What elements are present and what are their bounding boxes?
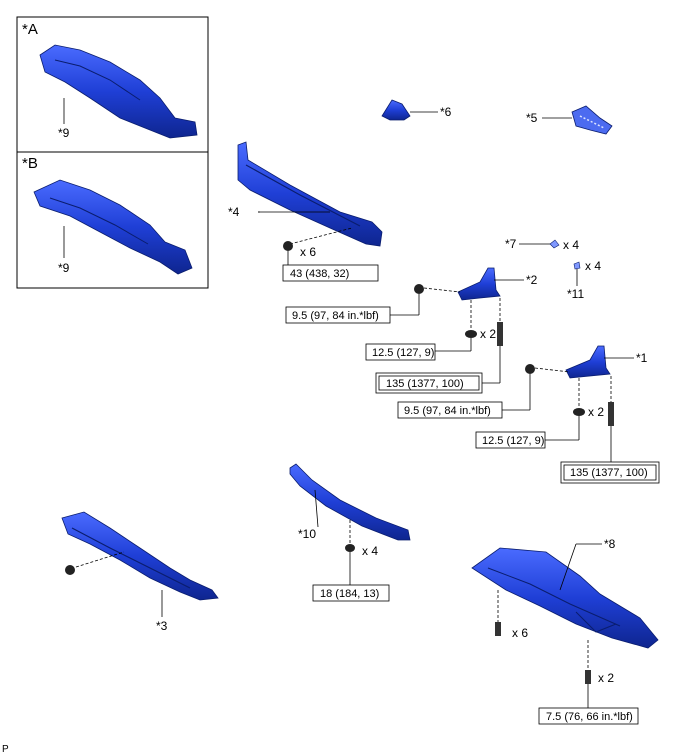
part-2-bolt-torque-box bbox=[285, 306, 391, 324]
part-4-reinforcement bbox=[237, 141, 383, 247]
part-7-qty: x 4 bbox=[563, 238, 579, 252]
part-2-main-bolt-icon bbox=[497, 322, 503, 346]
inset-a: *A *9 bbox=[16, 16, 209, 153]
part-4-bolt-icon bbox=[283, 241, 293, 251]
part-4-group: *4 x 6 43 (438, 32) bbox=[228, 141, 383, 282]
part-11-label: *11 bbox=[567, 287, 584, 301]
part-2-group: *2 9.5 (97, 84 in.*lbf) x 2 12.5 (127, 9… bbox=[285, 267, 538, 394]
part-3-label: *3 bbox=[156, 619, 168, 633]
part-10-torque-box bbox=[312, 584, 390, 602]
part-2-bolt-torque: 9.5 (97, 84 in.*lbf) bbox=[292, 310, 379, 322]
clips-group: *7 x 4 x 4 *11 bbox=[505, 237, 601, 301]
radiator-support-seal-b bbox=[33, 179, 193, 275]
part-7-clip-icon bbox=[549, 239, 560, 249]
part-2-nut-icon bbox=[465, 330, 477, 338]
part-3-seal bbox=[61, 511, 219, 601]
part-8-undercover bbox=[471, 547, 659, 649]
part-6-label: *6 bbox=[440, 105, 452, 119]
inset-b: *B *9 bbox=[16, 151, 209, 289]
part-10-reinforcement bbox=[289, 463, 411, 541]
part-2-bolt-icon bbox=[414, 284, 424, 294]
part-11-qty: x 4 bbox=[585, 259, 601, 273]
part-2-nut-torque-box bbox=[365, 343, 436, 361]
part-4-torque: 43 (438, 32) bbox=[290, 268, 349, 280]
part-10-group: *10 x 4 18 (184, 13) bbox=[289, 463, 411, 602]
part-7-label: *7 bbox=[505, 237, 517, 251]
part-5-bracket bbox=[571, 105, 613, 135]
part-1-bolt-torque-box bbox=[397, 401, 503, 419]
part-8-label: *8 bbox=[604, 537, 616, 551]
part-1-nut-torque-box bbox=[475, 431, 546, 449]
footer-code: P bbox=[2, 744, 9, 755]
part-11-clip-icon bbox=[573, 261, 581, 270]
part-3-clip-icon bbox=[65, 565, 75, 575]
part-6-group: *6 bbox=[381, 99, 452, 121]
inset-b-label: *B bbox=[22, 155, 38, 172]
part-1-bolt-icon bbox=[525, 364, 535, 374]
part-6-bracket bbox=[381, 99, 411, 121]
part-10-nut-icon bbox=[345, 544, 355, 552]
part-8-torque: 7.5 (76, 66 in.*lbf) bbox=[546, 711, 633, 723]
part-8-bolt-icon bbox=[495, 622, 501, 636]
part-1-main-bolt-icon bbox=[608, 402, 614, 426]
part-10-torque: 18 (184, 13) bbox=[320, 588, 379, 600]
part-5-group: *5 bbox=[526, 105, 613, 135]
part-3-group: *3 bbox=[61, 511, 219, 633]
part-4-torque-box bbox=[282, 264, 379, 282]
part-5-label: *5 bbox=[526, 111, 538, 125]
part-8-group: *8 x 6 x 2 7.5 (76, 66 in.*lbf) bbox=[471, 537, 659, 725]
part-4-bolt-qty: x 6 bbox=[300, 245, 316, 259]
part-10-nut-qty: x 4 bbox=[362, 544, 378, 558]
part-1-nut-icon bbox=[573, 408, 585, 416]
part-1-bolt-torque: 9.5 (97, 84 in.*lbf) bbox=[404, 405, 491, 417]
part-8-screw-icon bbox=[585, 670, 591, 684]
radiator-support-seal-a bbox=[39, 44, 198, 139]
part-2-label: *2 bbox=[526, 273, 538, 287]
part-8-bolt-qty: x 6 bbox=[512, 626, 528, 640]
inset-b-part-label: *9 bbox=[58, 261, 70, 275]
part-1-nut-torque: 12.5 (127, 9) bbox=[482, 435, 544, 447]
part-1-label: *1 bbox=[636, 351, 648, 365]
part-2-nut-torque: 12.5 (127, 9) bbox=[372, 347, 434, 359]
part-1-main-torque: 135 (1377, 100) bbox=[570, 467, 648, 479]
inset-a-label: *A bbox=[22, 21, 38, 38]
part-1-nut-qty: x 2 bbox=[588, 405, 604, 419]
part-8-torque-box bbox=[538, 707, 639, 725]
part-1-bracket bbox=[565, 345, 611, 379]
part-10-label: *10 bbox=[298, 527, 316, 541]
part-8-screw-qty: x 2 bbox=[598, 671, 614, 685]
part-2-bracket bbox=[457, 267, 501, 301]
part-1-group: *1 9.5 (97, 84 in.*lbf) x 2 12.5 (127, 9… bbox=[397, 345, 660, 484]
inset-a-part-label: *9 bbox=[58, 126, 70, 140]
part-2-nut-qty: x 2 bbox=[480, 327, 496, 341]
part-4-label: *4 bbox=[228, 205, 240, 219]
part-2-main-torque: 135 (1377, 100) bbox=[386, 378, 464, 390]
